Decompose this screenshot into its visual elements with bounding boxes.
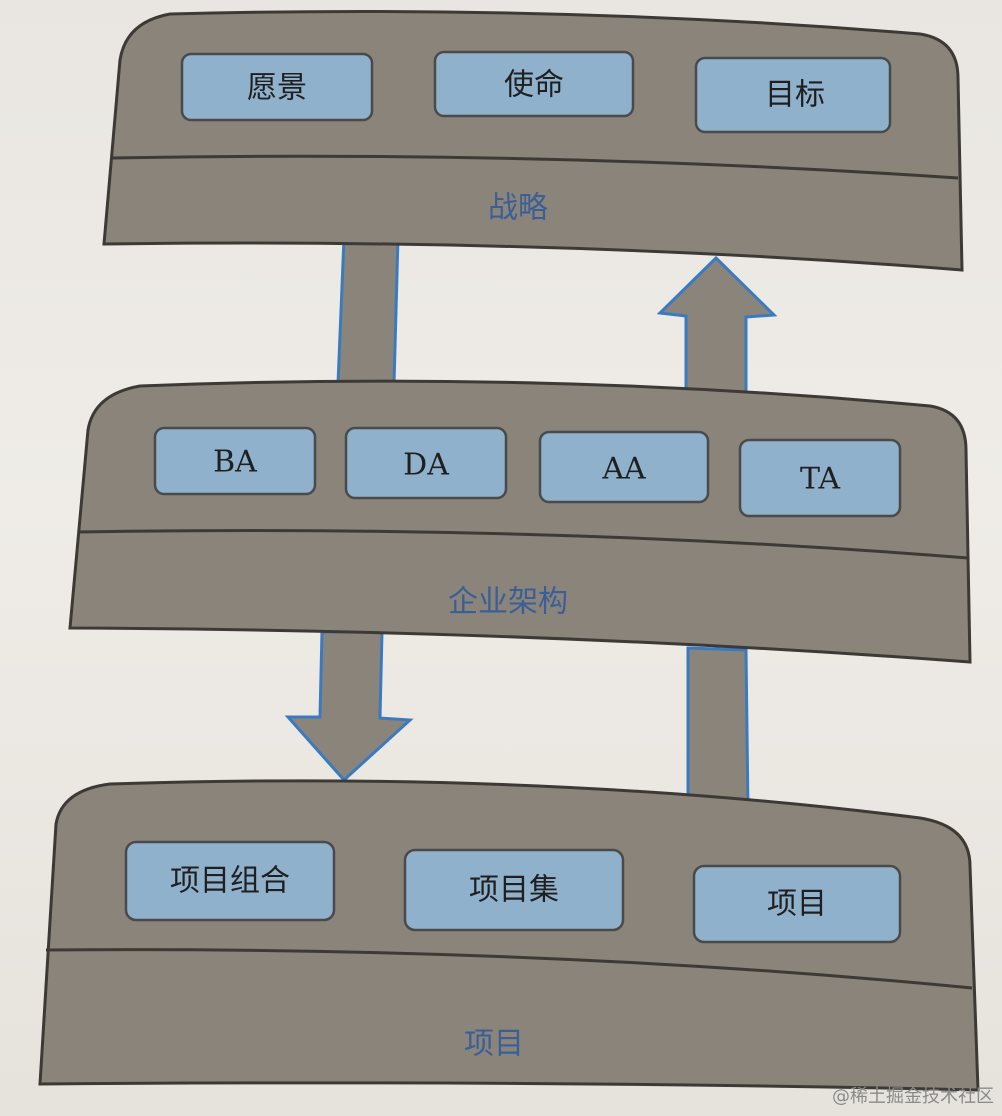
layer-projects-divider bbox=[45, 948, 973, 990]
layer-strategy-divider bbox=[111, 154, 959, 180]
ea-item-aa-label: AA bbox=[601, 452, 646, 487]
strategy-item-mission-box bbox=[433, 50, 635, 118]
ea-item-da: DA bbox=[344, 426, 508, 500]
strategy-item-vision-box bbox=[180, 52, 374, 122]
layer-strategy: 愿景 使命 目标 战略 bbox=[102, 10, 964, 272]
projects-item-project-box bbox=[692, 864, 902, 944]
arrow-ea-to-strategy bbox=[656, 255, 778, 394]
arrow-projects-to-ea bbox=[686, 646, 750, 814]
ea-item-ba-box bbox=[153, 426, 317, 496]
arrow-projects-to-ea-stem bbox=[686, 646, 750, 814]
strategy-item-goal-label: 目标 bbox=[765, 78, 825, 113]
ea-item-aa: AA bbox=[538, 430, 710, 504]
projects-item-portfolio: 项目组合 bbox=[124, 840, 336, 922]
strategy-item-mission: 使命 bbox=[433, 50, 635, 118]
layer-enterprise-architecture: BA DA AA TA 企业架构 bbox=[68, 379, 972, 664]
projects-item-portfolio-label: 项目组合 bbox=[170, 864, 290, 899]
projects-item-project: 项目 bbox=[692, 864, 902, 944]
arrow-ea-to-projects-shape bbox=[284, 630, 414, 783]
layer-enterprise-architecture-label: 企业架构 bbox=[448, 585, 568, 620]
ea-item-ta-label: TA bbox=[800, 462, 840, 497]
projects-item-program-box bbox=[403, 848, 625, 932]
ea-item-da-label: DA bbox=[403, 448, 449, 483]
ea-item-ba-label: BA bbox=[213, 445, 257, 480]
arrow-ea-to-projects bbox=[284, 630, 414, 783]
arrow-strategy-to-ea bbox=[336, 236, 400, 386]
layer-projects-label: 项目 bbox=[464, 1027, 524, 1062]
strategy-item-vision: 愿景 bbox=[180, 52, 374, 122]
watermark: @稀土掘金技术社区 bbox=[832, 1086, 994, 1107]
layer-strategy-band bbox=[102, 10, 964, 272]
ea-item-ba: BA bbox=[153, 426, 317, 496]
strategy-item-goal: 目标 bbox=[694, 56, 892, 134]
strategy-item-mission-label: 使命 bbox=[504, 68, 564, 103]
ea-item-aa-box bbox=[538, 430, 710, 504]
layer-enterprise-architecture-divider bbox=[77, 528, 969, 560]
layer-projects: 项目组合 项目集 项目 项目 bbox=[38, 779, 980, 1092]
arrow-strategy-to-ea-stem bbox=[336, 236, 400, 386]
ea-item-ta: TA bbox=[738, 438, 902, 518]
layer-strategy-label: 战略 bbox=[488, 191, 548, 226]
strategy-item-goal-box bbox=[694, 56, 892, 134]
ea-item-da-box bbox=[344, 426, 508, 500]
strategy-item-vision-label: 愿景 bbox=[247, 71, 307, 106]
projects-item-program: 项目集 bbox=[403, 848, 625, 932]
arrow-ea-to-strategy-shape bbox=[656, 255, 778, 394]
projects-item-portfolio-box bbox=[124, 840, 336, 922]
ea-item-ta-box bbox=[738, 438, 902, 518]
projects-item-program-label: 项目集 bbox=[469, 873, 559, 908]
projects-item-project-label: 项目 bbox=[767, 887, 827, 922]
layer-enterprise-architecture-band bbox=[68, 379, 972, 664]
